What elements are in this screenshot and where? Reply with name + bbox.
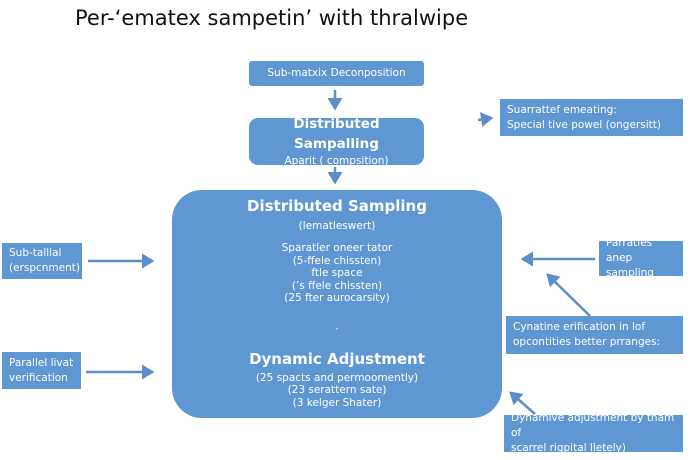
box-label: Sub-matxix Deconposition	[267, 67, 406, 79]
main-subtitle: (lematleswert)	[298, 220, 376, 232]
main-line: (5-ffele chissten)	[292, 254, 382, 267]
right-box-parrates-sampling: Parratles anep sampling	[599, 237, 683, 279]
main-distributed-sampling-box: Distributed Sampling (lematleswert) Spar…	[172, 190, 502, 418]
adjust-line: (25 spacts and permoomently)	[255, 371, 419, 384]
distributed-sampalling-box: Distributed Sampalling Aparit ( compsiti…	[249, 116, 424, 167]
adjust-line: (3 kelger Shater)	[292, 396, 382, 409]
main-dot: -	[335, 323, 339, 333]
box-line: sampling	[606, 267, 654, 279]
box-line: Sub-talllal	[9, 247, 62, 259]
arrow-to-right-top	[477, 112, 494, 127]
sub-matrix-decomposition-box: Sub-matxix Deconposition	[249, 61, 424, 86]
box-line: Special tive powel (ongersitt)	[507, 118, 661, 131]
box-line: Dynamive adjustment by tham of	[511, 412, 675, 439]
right-box-dynamive-adjustment: Dynamive adjustment by tham of scarrel r…	[504, 412, 683, 454]
arrow-right3-to-main	[546, 273, 591, 317]
box-line: Parallel livat	[9, 356, 74, 369]
box-line: opcontities better prranges:	[513, 336, 661, 348]
box-title: Distributed Sampalling	[293, 116, 380, 152]
adjust-line: (23 serattern sate)	[287, 384, 387, 396]
main-line: (ʼs ffele chissten)	[291, 279, 383, 292]
left-box-parallel-verification: Parallel livat verification	[2, 352, 81, 389]
arrow-right4-to-main	[509, 391, 536, 415]
right-box-emeating: Suarrattef emeating: Special tive powel …	[500, 99, 683, 136]
main-line: (25 fter aurocarsity)	[284, 292, 390, 304]
box-line: verification	[9, 371, 68, 384]
left-box-sub-tallal: Sub-talllal (erspcnment)	[2, 243, 82, 279]
box-subtitle: Aparit ( compsition)	[284, 155, 389, 167]
box-line: Suarrattef emeating:	[507, 103, 617, 116]
diagram-title: Per-‘ematex sampetin’ with thralwipe	[75, 6, 469, 30]
box-line: Parratles anep	[606, 237, 653, 264]
box-line: scarrel rigpital lletely)	[511, 442, 626, 454]
box-line: (erspcnment)	[9, 262, 80, 274]
main-title: Distributed Sampling	[247, 197, 427, 215]
right-box-cynatine-erification: Cynatine erification in lof opcontities …	[506, 316, 683, 354]
dynamic-adjustment-title: Dynamic Adjustment	[249, 349, 425, 368]
main-line: Sparatler oneer tator	[281, 242, 393, 254]
main-line: ftle space	[311, 267, 363, 279]
box-line: Cynatine erification in lof	[513, 321, 646, 333]
